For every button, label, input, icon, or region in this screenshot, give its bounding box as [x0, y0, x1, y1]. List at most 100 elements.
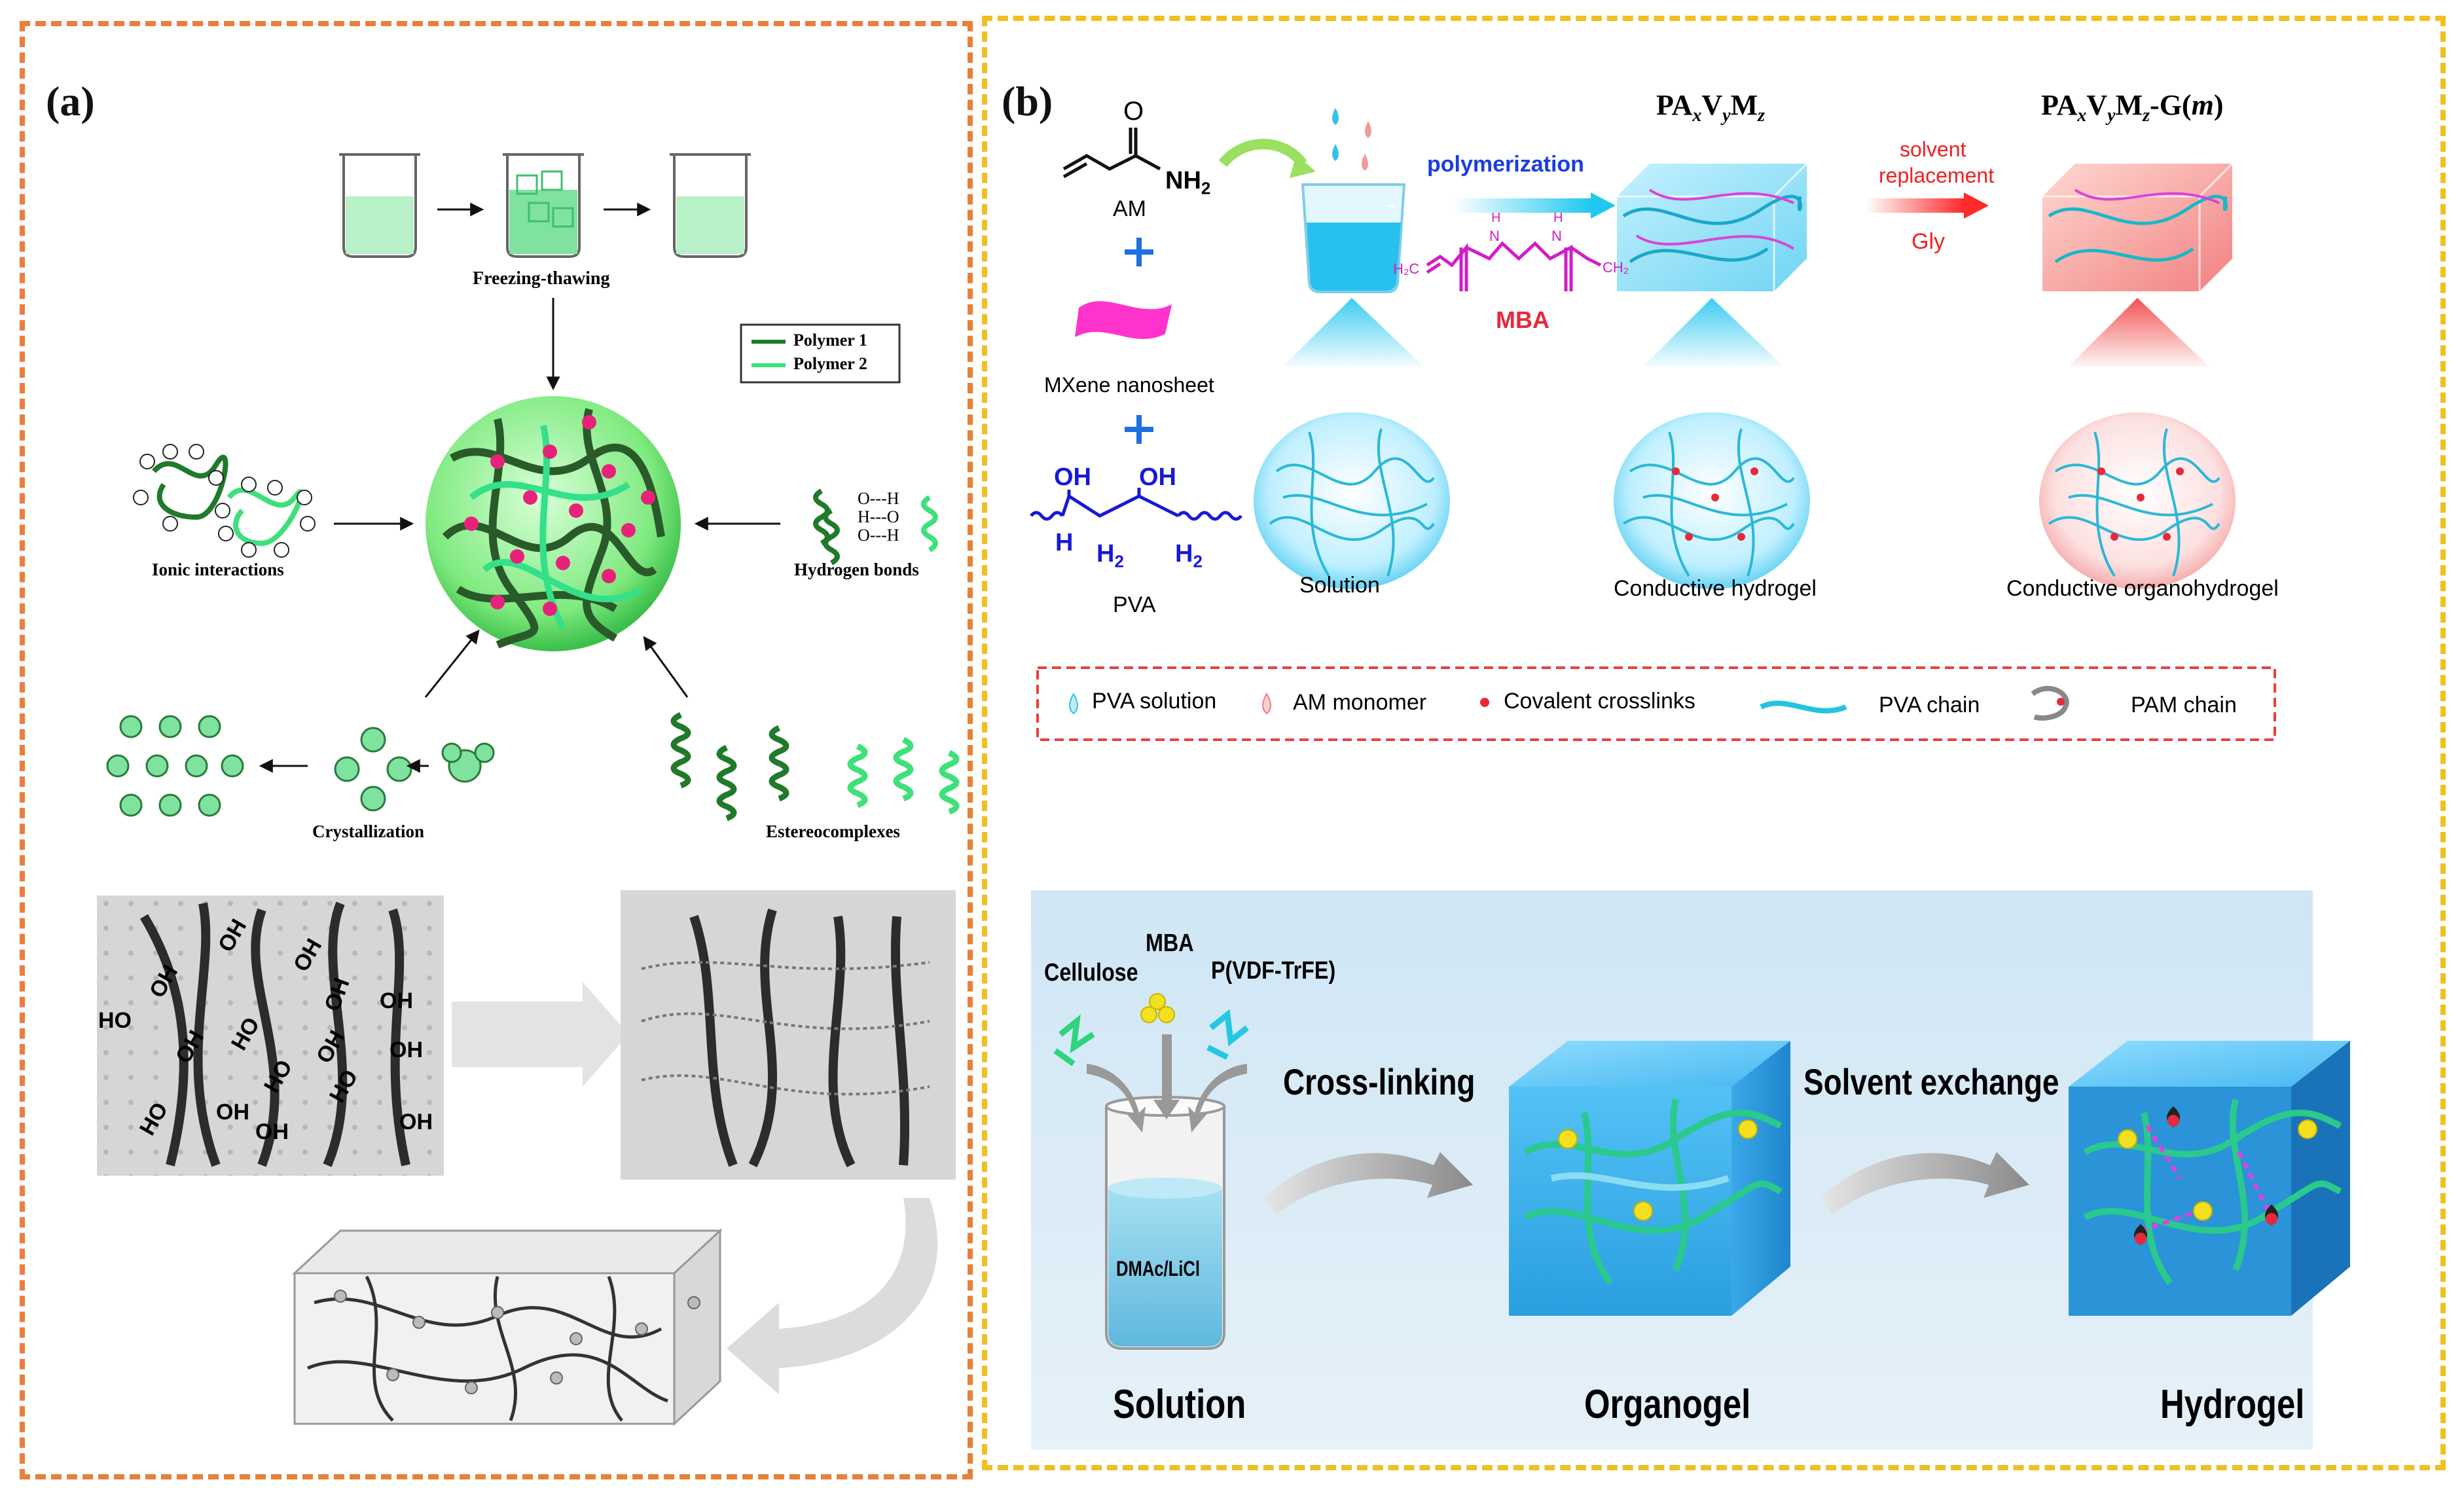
polymer-legend-box — [740, 323, 901, 384]
green-arrowhead — [1290, 154, 1316, 178]
dmac-label: DMAc/LiCl — [1116, 1257, 1200, 1280]
hydrogel-block — [292, 1228, 723, 1426]
solvent-replacement-arrow — [1866, 198, 1964, 213]
panel-b-label: (b) — [1002, 78, 1053, 124]
conductive-hydrogel-label: Conductive hydrogel — [1614, 576, 1817, 601]
estereocomplexes-label: Estereocomplexes — [766, 822, 900, 841]
mba-h1: H — [1491, 211, 1501, 225]
arrow-estereo-up — [643, 636, 689, 698]
mxene-sheet-icon — [1075, 301, 1172, 339]
panel-b-frame — [982, 16, 2446, 1470]
crystallization-label: Crystallization — [312, 822, 424, 841]
legend-pam-chain: PAM chain — [2131, 693, 2237, 717]
pva-beaker — [1301, 183, 1406, 293]
organohydrogel-sphere — [2039, 412, 2236, 589]
cross-linking-arrow — [1263, 1152, 1473, 1214]
estereocomplexes-illustration — [670, 712, 960, 822]
freezing-thawing-label: Freezing-thawing — [473, 268, 610, 289]
mba-n2: N — [1551, 228, 1562, 244]
legend-am-monomer: AM monomer — [1293, 690, 1427, 715]
polymerization-label: polymerization — [1427, 152, 1584, 177]
am-structure — [1062, 128, 1161, 179]
mba-structure — [1426, 241, 1602, 291]
cone-hydrogel — [1643, 298, 1784, 367]
solution-sphere — [1254, 412, 1450, 589]
hydrogen-bonds-label: Hydrogen bonds — [794, 560, 919, 579]
gly-label: Gly — [1911, 229, 1945, 254]
arrow-cryst-up — [424, 629, 480, 698]
legend-pva-chain-icon — [1760, 700, 1847, 714]
cone-organohydrogel — [2069, 298, 2209, 367]
pva-h2-1: H2 — [1096, 540, 1124, 572]
polymer2-label: Polymer 2 — [793, 354, 867, 373]
hbond-lines: O---H H---O O---H — [858, 490, 899, 545]
ionic-interactions-illustration — [133, 444, 316, 558]
paxvymz-g-title: PAxVyMz-G(m) — [2041, 89, 2224, 126]
pva-h2-text-2: H — [1175, 540, 1193, 568]
pva-h2-sub: 2 — [1114, 551, 1124, 571]
hbond-line-2: H---O — [858, 507, 899, 526]
oh-label: OH — [399, 1110, 433, 1134]
conductive-organohydrogel-label: Conductive organohydrogel — [2006, 576, 2279, 601]
solvent-exchange-label: Solvent exchange — [1803, 1061, 2059, 1102]
organohydrogel-crosslinks — [2097, 467, 2184, 541]
droplets — [1332, 108, 1371, 171]
cellulose-label: Cellulose — [1044, 959, 1138, 987]
mba-lower-label: MBA — [1146, 930, 1194, 957]
panel-a-frame — [20, 21, 973, 1479]
legend-pam-chain-icon — [2031, 685, 2069, 721]
crystallization-illustration — [106, 715, 495, 817]
polymerization-arrow — [1453, 198, 1591, 213]
am-nh-sub: 2 — [1201, 178, 1211, 198]
am-nh2: NH2 — [1165, 167, 1210, 199]
hydrogel-network — [1622, 428, 1795, 577]
solution-lower-label: Solution — [1113, 1382, 1246, 1427]
mba-particles — [1140, 993, 1175, 1023]
hydrogen-bonds-illustration — [813, 488, 938, 566]
legend-pva-chain: PVA chain — [1879, 693, 1980, 717]
mba-h2c: H₂C — [1393, 261, 1420, 277]
beaker-3 — [670, 153, 751, 258]
legend-covalent-crosslinks: Covalent crosslinks — [1504, 689, 1695, 714]
legend-pva-solution-icon — [1069, 693, 1078, 715]
green-curved-arrow — [1218, 139, 1307, 168]
legend-box — [1036, 666, 2276, 741]
mba-label: MBA — [1496, 306, 1549, 333]
mba-ch2: CH₂ — [1603, 259, 1629, 276]
solvent-replacement-arrowhead — [1964, 192, 1989, 219]
solution-network — [1269, 428, 1435, 577]
cone-solution — [1283, 298, 1424, 367]
mba-n1: N — [1489, 228, 1500, 244]
panel-a-label: (a) — [46, 78, 95, 124]
polymer-network-sphere — [426, 396, 681, 651]
hydrogel-label: Hydrogel — [2160, 1382, 2305, 1427]
beaker-1 — [339, 153, 420, 258]
pva-crosslinked-panel — [621, 890, 956, 1180]
oh-label: OH — [380, 988, 413, 1013]
legend-pva-solution: PVA solution — [1092, 689, 1217, 714]
pvdf-molecule — [1206, 1009, 1249, 1060]
blue-plus-2 — [1125, 415, 1153, 444]
beaker-2 — [503, 153, 584, 258]
hydrogel-cube-lower — [2069, 1041, 2350, 1316]
mxene-label: MXene nanosheet — [1044, 373, 1214, 397]
pva-h2-text: H — [1096, 540, 1115, 568]
legend-crosslink-dot — [1480, 698, 1489, 707]
paxvymz-title: PAxVyMz — [1656, 89, 1766, 126]
oh-label: OH — [255, 1119, 289, 1144]
gray-arrow-right — [452, 982, 628, 1087]
oh-label: OH — [216, 1100, 249, 1125]
gray-curved-arrow — [727, 1198, 938, 1394]
am-oxygen: O — [1123, 97, 1144, 126]
pva-hydroxyl-panel — [97, 896, 444, 1176]
pva-h: H — [1055, 529, 1074, 556]
cross-linking-label: Cross-linking — [1283, 1061, 1476, 1102]
mba-h2: H — [1553, 211, 1563, 225]
polymerization-arrowhead — [1591, 192, 1616, 219]
organohydrogel-network — [2048, 428, 2220, 577]
solution-label-top: Solution — [1299, 573, 1380, 598]
pouring-arrows — [1087, 1034, 1247, 1132]
pva-label: PVA — [1113, 592, 1156, 617]
organogel-cube — [1509, 1041, 1790, 1316]
